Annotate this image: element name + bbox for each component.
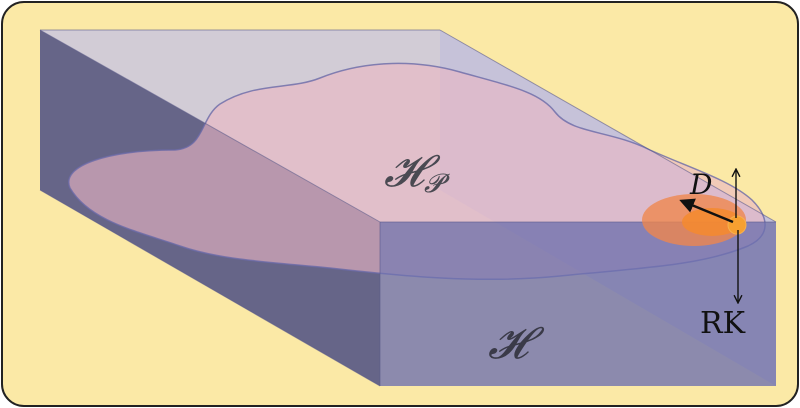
d-label: D bbox=[689, 168, 712, 201]
highlight-inner bbox=[682, 208, 742, 236]
point-marker bbox=[727, 215, 747, 235]
box-edges bbox=[39, 29, 777, 387]
rk-label: RK bbox=[700, 306, 746, 341]
direction-arrow bbox=[679, 198, 734, 224]
box-front-face bbox=[380, 222, 776, 386]
